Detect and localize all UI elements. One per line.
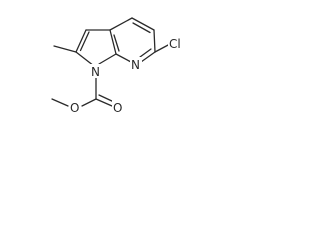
bond-c2-c3-double — [79, 31, 90, 52]
bond-n7-c7a — [115, 53, 132, 63]
bond-c7a-n1 — [98, 53, 117, 65]
bond-c6-cl — [154, 43, 171, 53]
molecule-drawing: N N Cl O O — [51, 17, 188, 115]
n-ring-mask — [90, 64, 102, 78]
bond-carbonyl-c-o-ether — [81, 98, 97, 107]
structure-canvas: N N Cl O O — [0, 0, 195, 120]
bond-c3a-c7a — [109, 29, 117, 55]
atom-chlorine: Cl — [169, 37, 181, 51]
bond-c4-c5 — [131, 17, 155, 31]
atom-n-pyridine: N — [131, 58, 140, 72]
atom-o-carbonyl: O — [113, 101, 122, 115]
o-ether-mask — [69, 100, 81, 114]
bond-o-ether-methyl — [51, 98, 69, 107]
bond-c3a-c7a-double — [113, 34, 120, 52]
bond-c5-c6 — [153, 29, 156, 53]
bond-c2-c3 — [75, 29, 87, 53]
cl-mask — [168, 36, 188, 50]
bond-c6-n7 — [140, 51, 156, 63]
bond-n1-c2 — [75, 51, 95, 67]
bond-carbonyl-c-o-double-a — [95, 98, 113, 107]
o-carbonyl-mask — [112, 100, 124, 114]
n-pyridine-mask — [130, 57, 142, 71]
bond-c2-methyl — [53, 45, 77, 53]
bond-c3a-c4 — [109, 17, 133, 31]
bond-carbonyl-c-o-double-b — [98, 94, 115, 103]
atom-o-ether: O — [70, 101, 79, 115]
bond-c4-c5-double — [132, 22, 151, 34]
atom-n-ring: N — [91, 65, 100, 79]
bond-c6-n7-double — [139, 48, 152, 58]
